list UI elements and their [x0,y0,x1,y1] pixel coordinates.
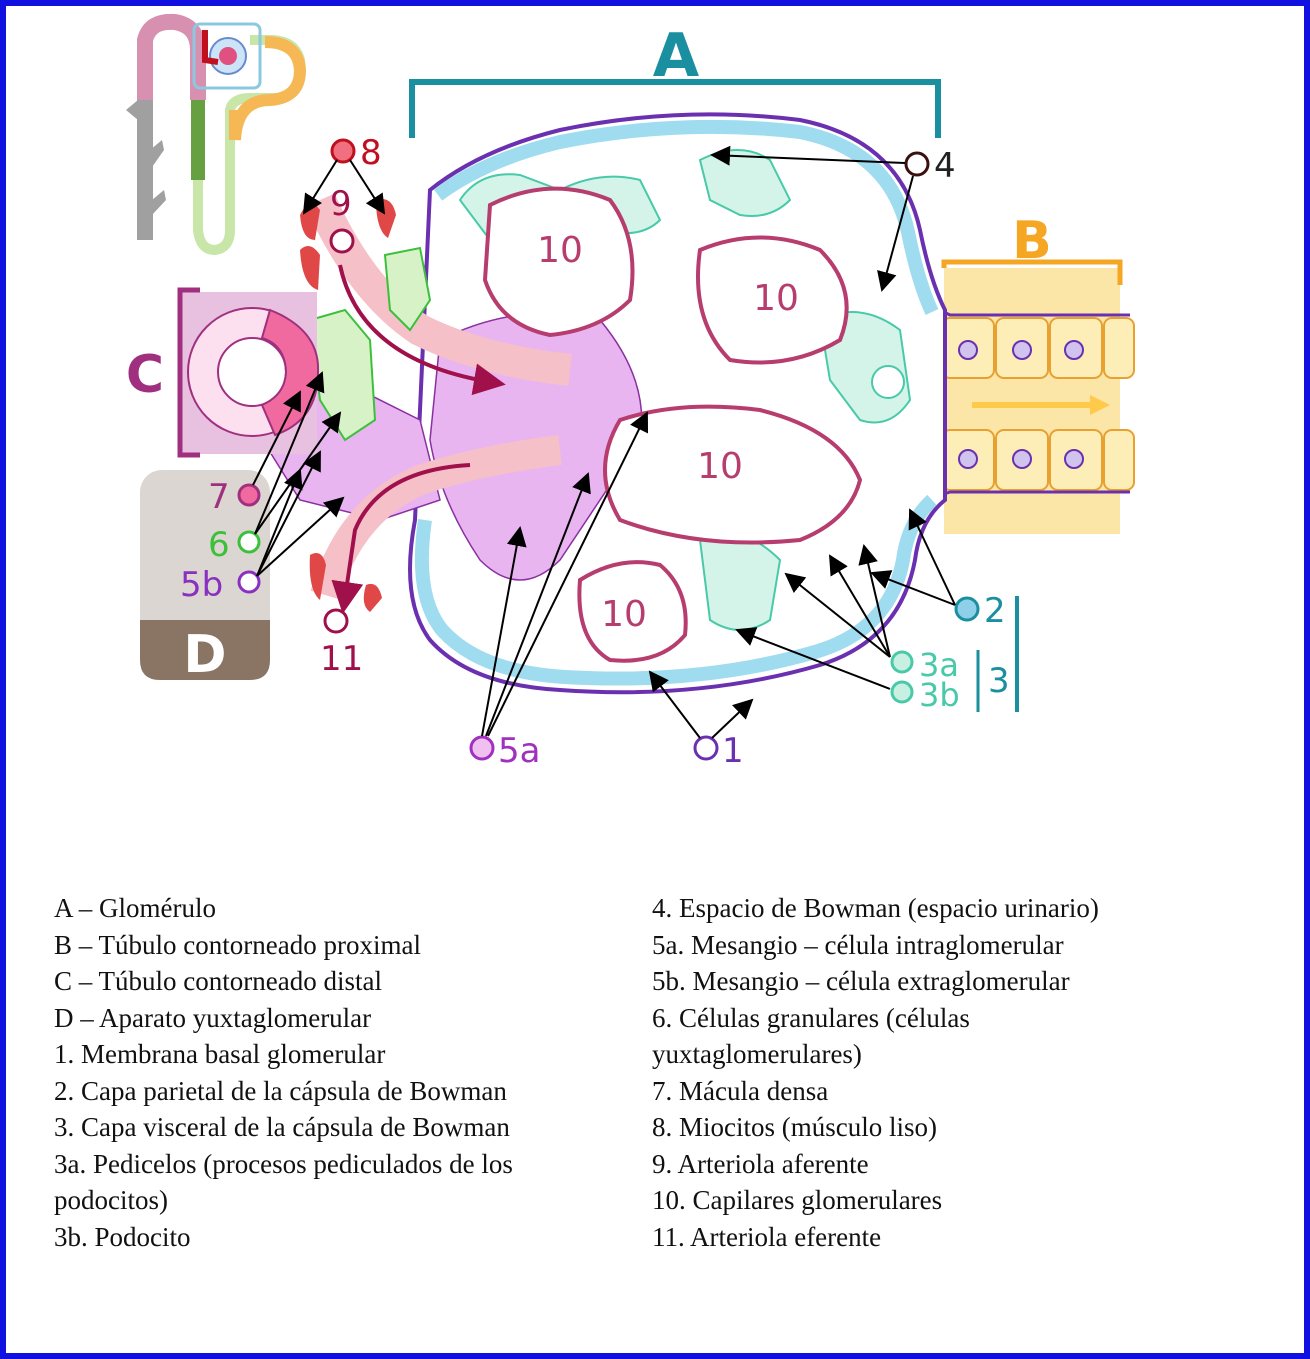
distal-tubule: C [126,290,318,455]
label-c: C [126,345,164,405]
legend-item: 10. Capilares glomerulares [652,1182,1252,1219]
legend-right: 4. Espacio de Bowman (espacio urinario) … [652,890,1252,1255]
label-10-b: 10 [753,278,799,319]
legend-item: C – Túbulo contorneado distal [54,963,614,1000]
legend-left: A – Glomérulo B – Túbulo contorneado pro… [54,890,614,1255]
label-d: D [183,625,226,685]
label-4: 4 [934,146,956,186]
legend-item: 9. Arteriola aferente [652,1146,1252,1183]
legend-item: 3a. Pedicelos (procesos pediculados de l… [54,1146,614,1183]
label-11: 11 [320,639,363,679]
label-5a: 5a [498,731,540,771]
legend-item: yuxtaglomerulares) [652,1036,1252,1073]
label-10-d: 10 [601,594,647,635]
legend-item: B – Túbulo contorneado proximal [54,927,614,964]
legend-item: 8. Miocitos (músculo liso) [652,1109,1252,1146]
label-3: 3 [988,661,1010,701]
label-9: 9 [330,184,352,224]
label-7: 7 [208,477,230,517]
label-3b: 3b [919,676,960,714]
legend-item: 3. Capa visceral de la cápsula de Bowman [54,1109,614,1146]
legend-item: 7. Mácula densa [652,1073,1252,1110]
label-5b: 5b [180,565,223,605]
legend-item: 5a. Mesangio – célula intraglomerular [652,927,1252,964]
legend-item: A – Glomérulo [54,890,614,927]
legend-item: 1. Membrana basal glomerular [54,1036,614,1073]
proximal-tubule: B [920,211,1134,534]
legend-item: D – Aparato yuxtaglomerular [54,1000,614,1037]
legend-item: 2. Capa parietal de la cápsula de Bowman [54,1073,614,1110]
legend-item: 4. Espacio de Bowman (espacio urinario) [652,890,1252,927]
label-10-a: 10 [537,230,583,271]
legend-item: 6. Células granulares (células [652,1000,1252,1037]
label-b: B [1012,211,1052,271]
label-2: 2 [984,591,1006,631]
legend-item: 11. Arteriola eferente [652,1219,1252,1256]
label-10-c: 10 [697,446,743,487]
label-8: 8 [360,133,382,173]
label-1: 1 [722,731,744,771]
legend-item: 5b. Mesangio – célula extraglomerular [652,963,1252,1000]
label-6: 6 [208,525,230,565]
legend-item: 3b. Podocito [54,1219,614,1256]
label-a: A [653,21,700,91]
nephron-thumbnail [126,22,301,250]
renal-corpuscle-diagram: A B [0,0,1310,860]
legend-item: podocitos) [54,1182,614,1219]
